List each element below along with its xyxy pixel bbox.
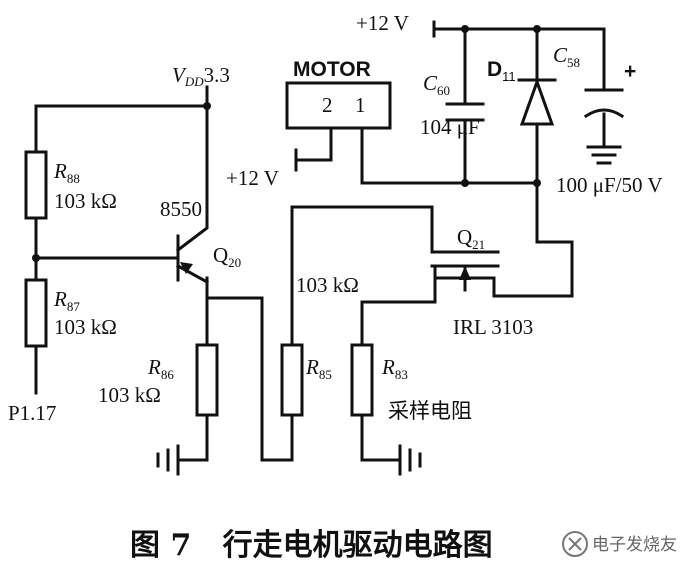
capacitor-c60 [445,102,485,122]
figure-caption: 图 7 行走电机驱动电路图 [130,528,493,563]
wires [34,20,606,462]
c60-designator: C60 [423,71,450,98]
vdd-label: VDD3.3 [172,63,230,89]
watermark-text: 电子发烧友 [592,535,677,555]
capacitor-c58 [583,88,625,119]
resistor-r83 [350,343,374,417]
q21-part: IRL 3103 [453,315,533,339]
r85-designator: R85 [305,355,332,382]
resistor-r85 [280,343,304,417]
watermark: 电子发烧友 [562,531,677,557]
r83-designator: R83 [381,355,408,382]
q20-part: 8550 [160,197,202,221]
diode-d11 [517,77,557,126]
c60-value: 104 μF [420,115,480,139]
r86-value: 103 kΩ [98,383,161,407]
ground-left [156,444,180,476]
mosfet-q21 [430,250,500,292]
ground-c58 [586,145,622,165]
ground-right [398,444,422,476]
supply-top-label: +12 V [356,11,409,35]
c58-value: 100 μF/50 V [556,173,663,197]
resistor-r86 [195,343,219,417]
r87-designator: R87 [53,287,80,314]
resistor-r87 [24,278,48,348]
c58-designator: C58 [553,43,580,70]
q20-designator: Q20 [213,243,241,270]
r88-designator: R88 [53,159,80,186]
resistor-r88 [24,150,48,220]
c58-polarity: + [624,60,636,83]
r85-value: 103 kΩ [296,273,359,297]
port-label: P1.17 [8,401,56,425]
r88-value: 103 kΩ [54,189,117,213]
r86-designator: R86 [147,355,174,382]
motor-title: MOTOR [293,58,371,81]
supply-motor-label: +12 V [226,166,279,190]
motor-box [285,81,392,130]
motor-pin1: 1 [355,93,366,117]
motor-pin2: 2 [322,93,333,117]
r83-note: 采样电阻 [388,399,472,423]
q21-designator: Q21 [457,225,485,252]
transistor-q20 [175,200,210,285]
r87-value: 103 kΩ [54,315,117,339]
d11-designator: D11 [487,58,516,84]
junctions [32,25,541,262]
